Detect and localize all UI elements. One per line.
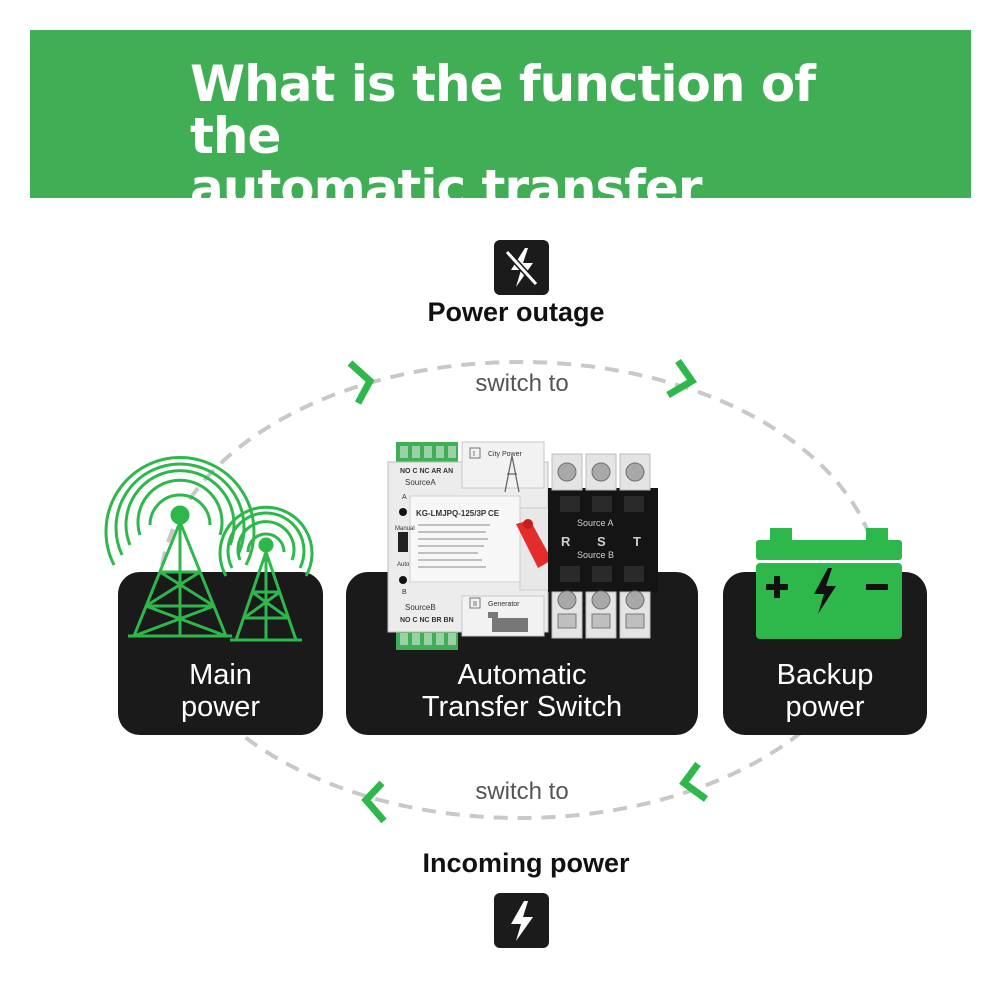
arrow-chevron-bottom-right [679,761,709,802]
switch-to-label-bottom: switch to [475,778,569,805]
device-top-terminals: NO C NC AR AN [400,468,453,475]
ats-line-1: Automatic [457,659,587,691]
power-outage-label: Power outage [427,297,605,327]
device-switch-source-a: Source A [577,518,614,528]
device-auto: Auto [397,562,410,568]
device-mark-b: B [402,589,407,596]
device-manual: Manual [395,526,415,532]
switch-to-label-top: switch to [475,370,569,397]
device-ce-mark: CE [488,509,500,518]
device-roman-1: I [473,451,475,458]
lightning-icon [494,893,549,948]
device-generator: Generator [488,601,520,608]
ats-line-2: Transfer Switch [421,691,623,723]
device-switch-source-b: Source B [577,550,614,560]
device-bottom-terminals: NO C NC BR BN [400,617,454,624]
device-phase-t: T [633,534,641,549]
title-line-1: What is the function of the [190,55,816,165]
device-source-b: SourceB [405,603,436,612]
radio-tower-icon [104,456,314,642]
device-roman-2: II [473,601,477,608]
incoming-power-label: Incoming power [422,848,630,878]
title-line-2: automatic transfer switch? [190,159,703,269]
main-power-line-1: Main [189,659,252,691]
device-city-power: City Power [488,451,523,458]
main-power-line-2: power [181,691,260,723]
main-power-card: Main power [118,572,323,735]
arrow-chevron-top-left [347,360,375,405]
lightning-off-icon [494,240,549,295]
device-phase-r: R [561,534,571,549]
page-title: What is the function of the automatic tr… [190,58,910,266]
backup-power-line-1: Backup [776,659,874,691]
battery-icon [756,528,902,639]
device-mark-a: A [402,494,407,501]
backup-power-line-2: power [785,691,865,723]
device-source-a: SourceA [405,478,436,487]
device-model: KG-LMJPQ-125/3P [416,509,487,518]
device-phase-s: S [597,534,606,549]
arrow-chevron-top-right [666,358,698,399]
ats-device-illustration [387,441,658,650]
arrow-chevron-bottom-left [361,780,387,824]
title-banner [30,30,971,198]
